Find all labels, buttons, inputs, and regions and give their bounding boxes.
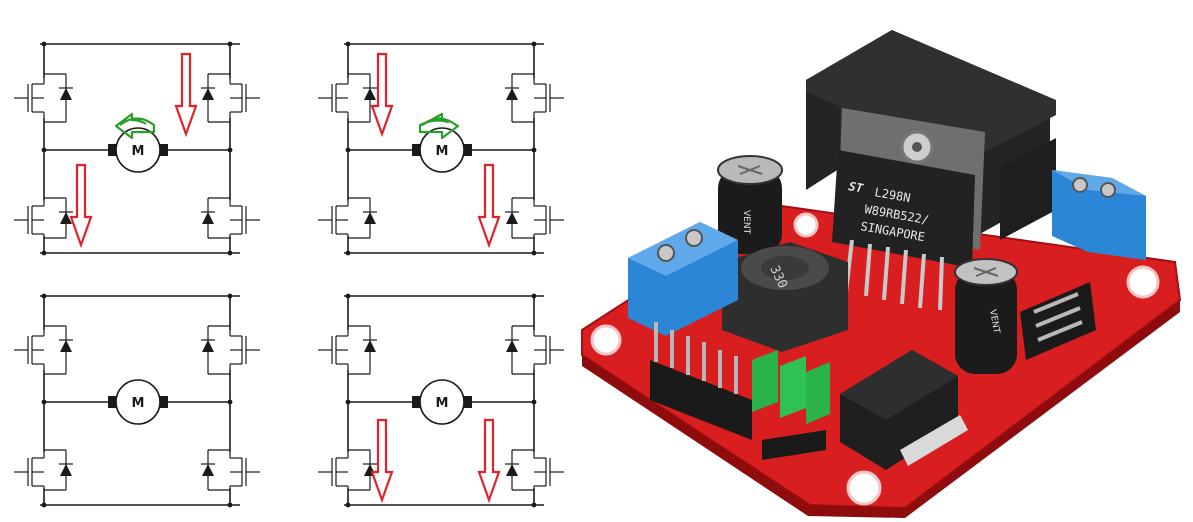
current-arrow (477, 418, 501, 502)
l298n-module-photo: ST L298N W89RB522/ SINGAPORE VENT (581, 30, 1182, 518)
header-pins-right (1020, 282, 1096, 360)
current-arrow (174, 52, 198, 136)
chip-marking-1: L298N (873, 185, 911, 205)
chip-brand: ST (847, 179, 864, 195)
current-arrow (69, 163, 93, 247)
motor-label: M (132, 396, 145, 411)
current-arrow (370, 52, 394, 136)
hbridge-panel-bottom-left: M (13, 292, 261, 509)
motor-label: M (132, 144, 145, 159)
motor-label: M (436, 396, 449, 411)
terminal-block-right (1052, 170, 1146, 260)
capacitor-label: VENT (741, 210, 751, 235)
hbridge-panel-top-right: M (317, 40, 565, 257)
jumpers-green (752, 350, 830, 460)
capacitor-right: VENT (954, 258, 1018, 374)
voltage-regulator (840, 350, 968, 470)
current-arrow (477, 163, 501, 247)
rotation-arrow-ccw (114, 112, 156, 140)
hbridge-panel-top-left: M (13, 40, 261, 257)
rotation-arrow-cw (418, 112, 460, 140)
terminal-block-left (628, 222, 738, 336)
hbridge-panel-bottom-right: M (317, 292, 565, 509)
capacitor-left: VENT (717, 155, 783, 254)
inductor: 330 (722, 242, 848, 352)
capacitor-label: VENT (987, 309, 1001, 335)
current-arrow (370, 418, 394, 502)
l298n-chip: ST L298N W89RB522/ SINGAPORE (832, 108, 985, 311)
header-pins-left (650, 322, 752, 440)
motor-label: M (436, 144, 449, 159)
